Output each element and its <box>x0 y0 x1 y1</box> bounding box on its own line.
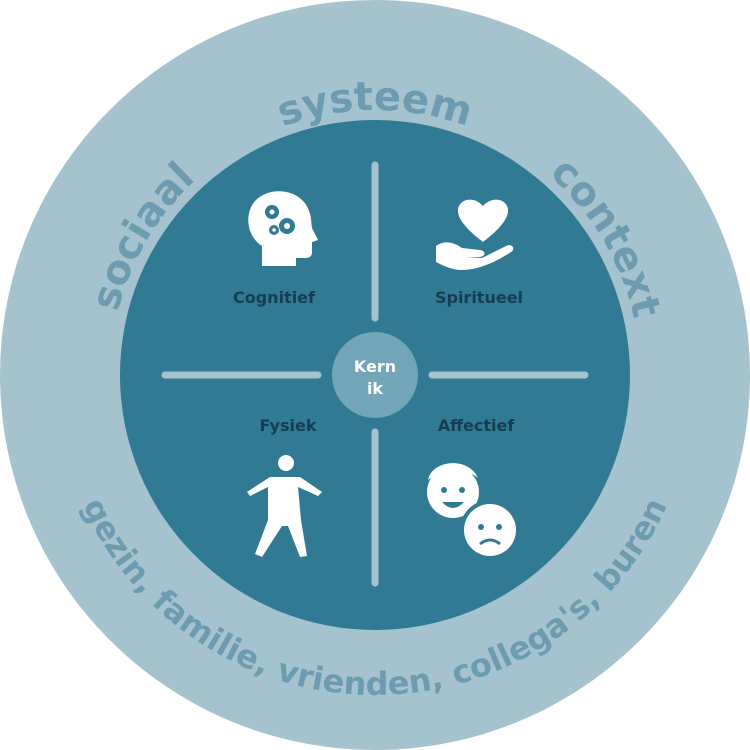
heart-hand-icon <box>436 199 514 270</box>
human-figure-icon <box>247 455 322 557</box>
head-gears-icon <box>248 191 318 266</box>
quadrant-dividers <box>161 161 589 587</box>
quadrant-label-cognitief: Cognitief <box>233 288 316 307</box>
core-label-kern: Kern <box>354 357 396 376</box>
quadrant-label-spiritueel: Spiritueel <box>435 288 523 307</box>
emotion-faces-icon <box>427 463 520 560</box>
core-circle <box>332 332 418 418</box>
core-label-ik: ik <box>367 379 383 398</box>
quadrant-label-affectief: Affectief <box>438 416 516 435</box>
quadrant-label-fysiek: Fysiek <box>260 416 317 435</box>
